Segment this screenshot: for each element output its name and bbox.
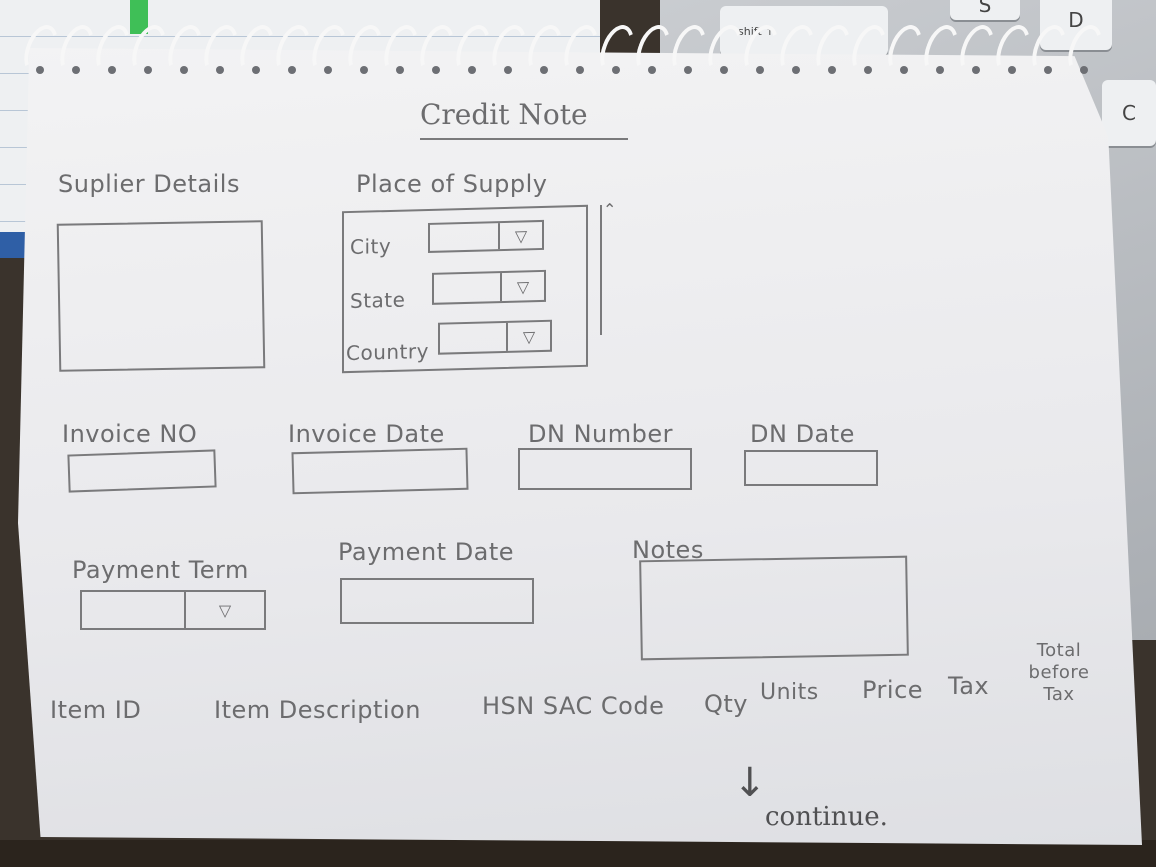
binding-hole [288, 66, 296, 74]
spiral-binding [18, 20, 1108, 80]
payment-term-label: Payment Term [72, 556, 249, 584]
supplier-details-label: Suplier Details [58, 170, 240, 198]
binding-hole [900, 66, 908, 74]
page-title: Credit Note [420, 98, 588, 131]
keyboard-key: D [1040, 0, 1112, 50]
notes-label: Notes [632, 536, 704, 564]
binding-hole [108, 66, 116, 74]
invoice-no-input[interactable] [67, 449, 217, 493]
chevron-down-icon: ▽ [500, 271, 544, 302]
binding-hole [36, 66, 44, 74]
place-of-supply-label: Place of Supply [356, 170, 548, 198]
binding-hole [972, 66, 980, 74]
invoice-date-label: Invoice Date [288, 420, 445, 448]
background-marker [130, 0, 148, 34]
binding-hole [1008, 66, 1016, 74]
chevron-down-icon: ▽ [506, 321, 550, 351]
binding-hole [576, 66, 584, 74]
binding-hole [252, 66, 260, 74]
keyboard-key: shift ↑ [720, 6, 888, 56]
binding-hole [468, 66, 476, 74]
binding-hole [828, 66, 836, 74]
state-dropdown[interactable]: ▽ [432, 269, 546, 305]
column-header-price: Price [862, 676, 924, 704]
binding-hole [936, 66, 944, 74]
city-dropdown[interactable]: ▽ [428, 219, 544, 253]
column-header-tax: Tax [948, 672, 990, 700]
binding-hole [180, 66, 188, 74]
dn-date-label: DN Date [750, 420, 855, 448]
binding-hole [648, 66, 656, 74]
binding-hole [144, 66, 152, 74]
column-header-hsn-sac-code: HSN SAC Code [482, 692, 665, 720]
continue-note: continue. [765, 802, 888, 832]
binding-hole [504, 66, 512, 74]
binding-hole [360, 66, 368, 74]
notes-textarea[interactable] [639, 555, 909, 661]
column-header-units: Units [760, 680, 819, 705]
dn-number-label: DN Number [528, 420, 673, 448]
background-desk [0, 840, 1156, 867]
binding-hole [216, 66, 224, 74]
chevron-down-icon: ▽ [184, 592, 264, 628]
binding-hole [396, 66, 404, 74]
invoice-no-label: Invoice NO [62, 420, 198, 448]
keyboard-key: S [950, 0, 1020, 20]
country-dropdown[interactable]: ▽ [438, 319, 552, 355]
binding-hole [756, 66, 764, 74]
binding-hole [1080, 66, 1088, 74]
binding-hole [864, 66, 872, 74]
binding-hole [432, 66, 440, 74]
invoice-date-input[interactable] [291, 447, 469, 495]
column-header-item-id: Item ID [50, 696, 142, 724]
binding-hole [1044, 66, 1052, 74]
column-header-item-description: Item Description [214, 696, 421, 724]
supplier-details-box[interactable] [56, 220, 266, 372]
city-label: City [350, 233, 392, 260]
column-header-qty: Qty [704, 690, 749, 718]
payment-date-label: Payment Date [338, 538, 515, 566]
scrollbar[interactable] [600, 205, 602, 335]
country-label: Country [346, 338, 429, 366]
binding-hole [684, 66, 692, 74]
scroll-up-icon: ⌃ [603, 200, 617, 219]
keyboard-key: C [1102, 80, 1156, 146]
binding-hole [72, 66, 80, 74]
binding-hole [612, 66, 620, 74]
binding-hole [540, 66, 548, 74]
column-header-total-before-tax: Total before Tax [1028, 640, 1090, 705]
title-underline [420, 138, 628, 140]
place-of-supply-group: City ▽ State ▽ Country ▽ [342, 204, 588, 374]
dn-date-input[interactable] [744, 450, 878, 486]
binding-hole [720, 66, 728, 74]
sketch-paper [18, 48, 1142, 845]
payment-term-dropdown[interactable]: ▽ [80, 590, 266, 630]
dn-number-input[interactable] [518, 448, 692, 490]
binding-hole [792, 66, 800, 74]
payment-date-input[interactable] [340, 578, 534, 624]
binding-hole [324, 66, 332, 74]
chevron-down-icon: ▽ [498, 221, 542, 250]
arrow-down-icon: ↓ [733, 760, 767, 806]
state-label: State [350, 287, 406, 314]
